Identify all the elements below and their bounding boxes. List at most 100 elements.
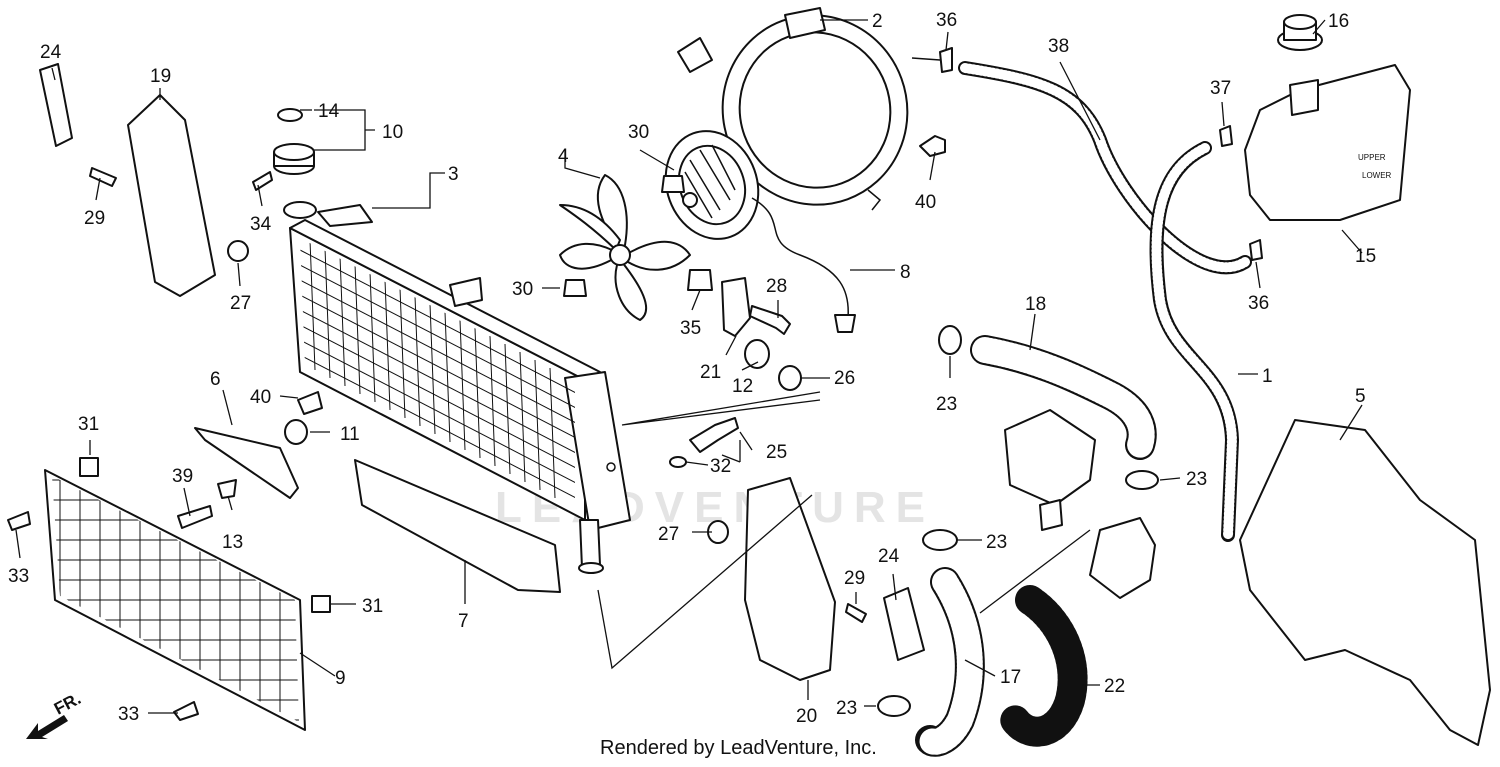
fan-shroud[interactable] bbox=[677, 0, 934, 231]
hose-1[interactable] bbox=[1149, 141, 1240, 542]
callout-7: 7 bbox=[458, 611, 469, 632]
clamp-23-c[interactable] bbox=[922, 529, 958, 551]
bolt-29-right[interactable] bbox=[845, 603, 867, 623]
stay-21[interactable] bbox=[721, 277, 751, 337]
bolt-28[interactable] bbox=[749, 305, 791, 335]
callout-9: 9 bbox=[335, 668, 346, 689]
callout-23-d: 23 bbox=[836, 698, 857, 719]
reservoir-upper-mark: UPPER bbox=[1358, 153, 1386, 162]
radiator[interactable] bbox=[283, 201, 631, 574]
reference-lines bbox=[597, 391, 821, 670]
callout-14: 14 bbox=[318, 101, 340, 122]
hose-22[interactable] bbox=[1000, 585, 1088, 747]
leader-lines bbox=[15, 19, 1363, 714]
fan-blade[interactable] bbox=[559, 174, 691, 321]
side-cover-19[interactable] bbox=[127, 94, 216, 297]
callout-17: 17 bbox=[1000, 667, 1021, 688]
callout-38: 38 bbox=[1048, 36, 1069, 57]
callout-labels: 1 2 3 4 5 6 7 8 9 10 11 12 13 14 15 16 1… bbox=[8, 10, 1376, 727]
reservoir-tank-15[interactable]: UPPER LOWER bbox=[1244, 64, 1411, 221]
callout-4: 4 bbox=[558, 146, 569, 167]
fan-connector[interactable] bbox=[834, 314, 856, 333]
callout-16: 16 bbox=[1328, 11, 1349, 32]
callout-2: 2 bbox=[872, 11, 883, 32]
callout-19: 19 bbox=[150, 66, 171, 87]
clip-36-upper[interactable] bbox=[939, 47, 953, 73]
callout-31-b: 31 bbox=[362, 596, 383, 617]
bolt-39[interactable] bbox=[177, 505, 213, 529]
callout-15: 15 bbox=[1355, 246, 1376, 267]
callout-31-a: 31 bbox=[78, 414, 99, 435]
nut-30-upper[interactable] bbox=[661, 175, 685, 193]
undercover-5[interactable] bbox=[1239, 419, 1491, 746]
clip-37[interactable] bbox=[1219, 125, 1233, 147]
radiator-core-grid bbox=[300, 239, 575, 501]
hose-38[interactable] bbox=[958, 61, 1252, 275]
callout-22: 22 bbox=[1104, 676, 1125, 697]
emblem-24-right[interactable] bbox=[883, 587, 925, 661]
callout-11: 11 bbox=[340, 424, 360, 445]
bracket-6[interactable] bbox=[194, 427, 299, 499]
clamp-23-d[interactable] bbox=[877, 695, 911, 717]
callout-18: 18 bbox=[1025, 294, 1046, 315]
callout-23-c: 23 bbox=[986, 532, 1007, 553]
callout-24-a: 24 bbox=[40, 42, 62, 63]
callout-30-b: 30 bbox=[512, 279, 533, 300]
fr-label: FR. bbox=[51, 693, 84, 719]
hose-18[interactable] bbox=[970, 335, 1157, 460]
clamp-23-a[interactable] bbox=[938, 325, 962, 355]
collar-26[interactable] bbox=[778, 365, 802, 391]
water-pump[interactable] bbox=[1004, 409, 1156, 599]
o-ring-32[interactable] bbox=[669, 456, 687, 468]
seal-7[interactable] bbox=[354, 459, 561, 593]
callout-40-a: 40 bbox=[915, 192, 936, 213]
side-cover-20[interactable] bbox=[744, 477, 836, 681]
callout-8: 8 bbox=[900, 262, 911, 283]
callout-36-b: 36 bbox=[1248, 293, 1269, 314]
callout-26: 26 bbox=[834, 368, 855, 389]
bolt-13[interactable] bbox=[217, 479, 237, 499]
callout-20: 20 bbox=[796, 706, 817, 727]
callout-36-a: 36 bbox=[936, 10, 957, 31]
callout-27-a: 27 bbox=[230, 293, 251, 314]
front-direction-marker: FR. bbox=[24, 693, 106, 743]
radiator-cap[interactable] bbox=[273, 143, 315, 175]
clip-31-upper[interactable] bbox=[79, 457, 99, 477]
bolt-34[interactable] bbox=[252, 171, 273, 191]
cap-seal[interactable] bbox=[277, 108, 303, 122]
nut-30-lower[interactable] bbox=[563, 279, 587, 297]
callout-33-a: 33 bbox=[8, 566, 29, 587]
callout-25: 25 bbox=[766, 442, 787, 463]
grommet-11[interactable] bbox=[284, 419, 308, 445]
callout-37: 37 bbox=[1210, 78, 1231, 99]
radiator-grille-9[interactable] bbox=[40, 460, 310, 740]
bolt-40-upper[interactable] bbox=[919, 135, 946, 157]
callout-40-b: 40 bbox=[250, 387, 271, 408]
bolt-40-lower[interactable] bbox=[297, 391, 323, 415]
grommet-12[interactable] bbox=[744, 339, 770, 369]
callout-1: 1 bbox=[1262, 366, 1273, 387]
collar-35[interactable] bbox=[687, 269, 713, 291]
bolt-33-left[interactable] bbox=[7, 511, 31, 531]
callout-34: 34 bbox=[250, 214, 272, 235]
callout-29-b: 29 bbox=[844, 568, 865, 589]
callout-33-b: 33 bbox=[118, 704, 139, 725]
callout-23-a: 23 bbox=[936, 394, 957, 415]
reference-line-pump bbox=[979, 529, 1091, 614]
reservoir-cap-16[interactable] bbox=[1277, 14, 1323, 51]
reservoir-lower-mark: LOWER bbox=[1362, 171, 1392, 180]
clip-31-lower[interactable] bbox=[311, 595, 331, 613]
callout-24-b: 24 bbox=[878, 546, 900, 567]
bolt-29-left[interactable] bbox=[89, 167, 117, 187]
clamp-23-b[interactable] bbox=[1125, 470, 1159, 490]
grommet-27-left[interactable] bbox=[227, 240, 249, 262]
thermo-switch-25[interactable] bbox=[689, 417, 739, 453]
clip-36-lower[interactable] bbox=[1249, 239, 1263, 261]
hose-17[interactable] bbox=[915, 567, 985, 757]
bolt-33-bottom[interactable] bbox=[173, 701, 199, 721]
fan-motor[interactable] bbox=[651, 118, 773, 252]
callout-13: 13 bbox=[222, 532, 243, 553]
emblem-24-left[interactable] bbox=[39, 63, 73, 147]
